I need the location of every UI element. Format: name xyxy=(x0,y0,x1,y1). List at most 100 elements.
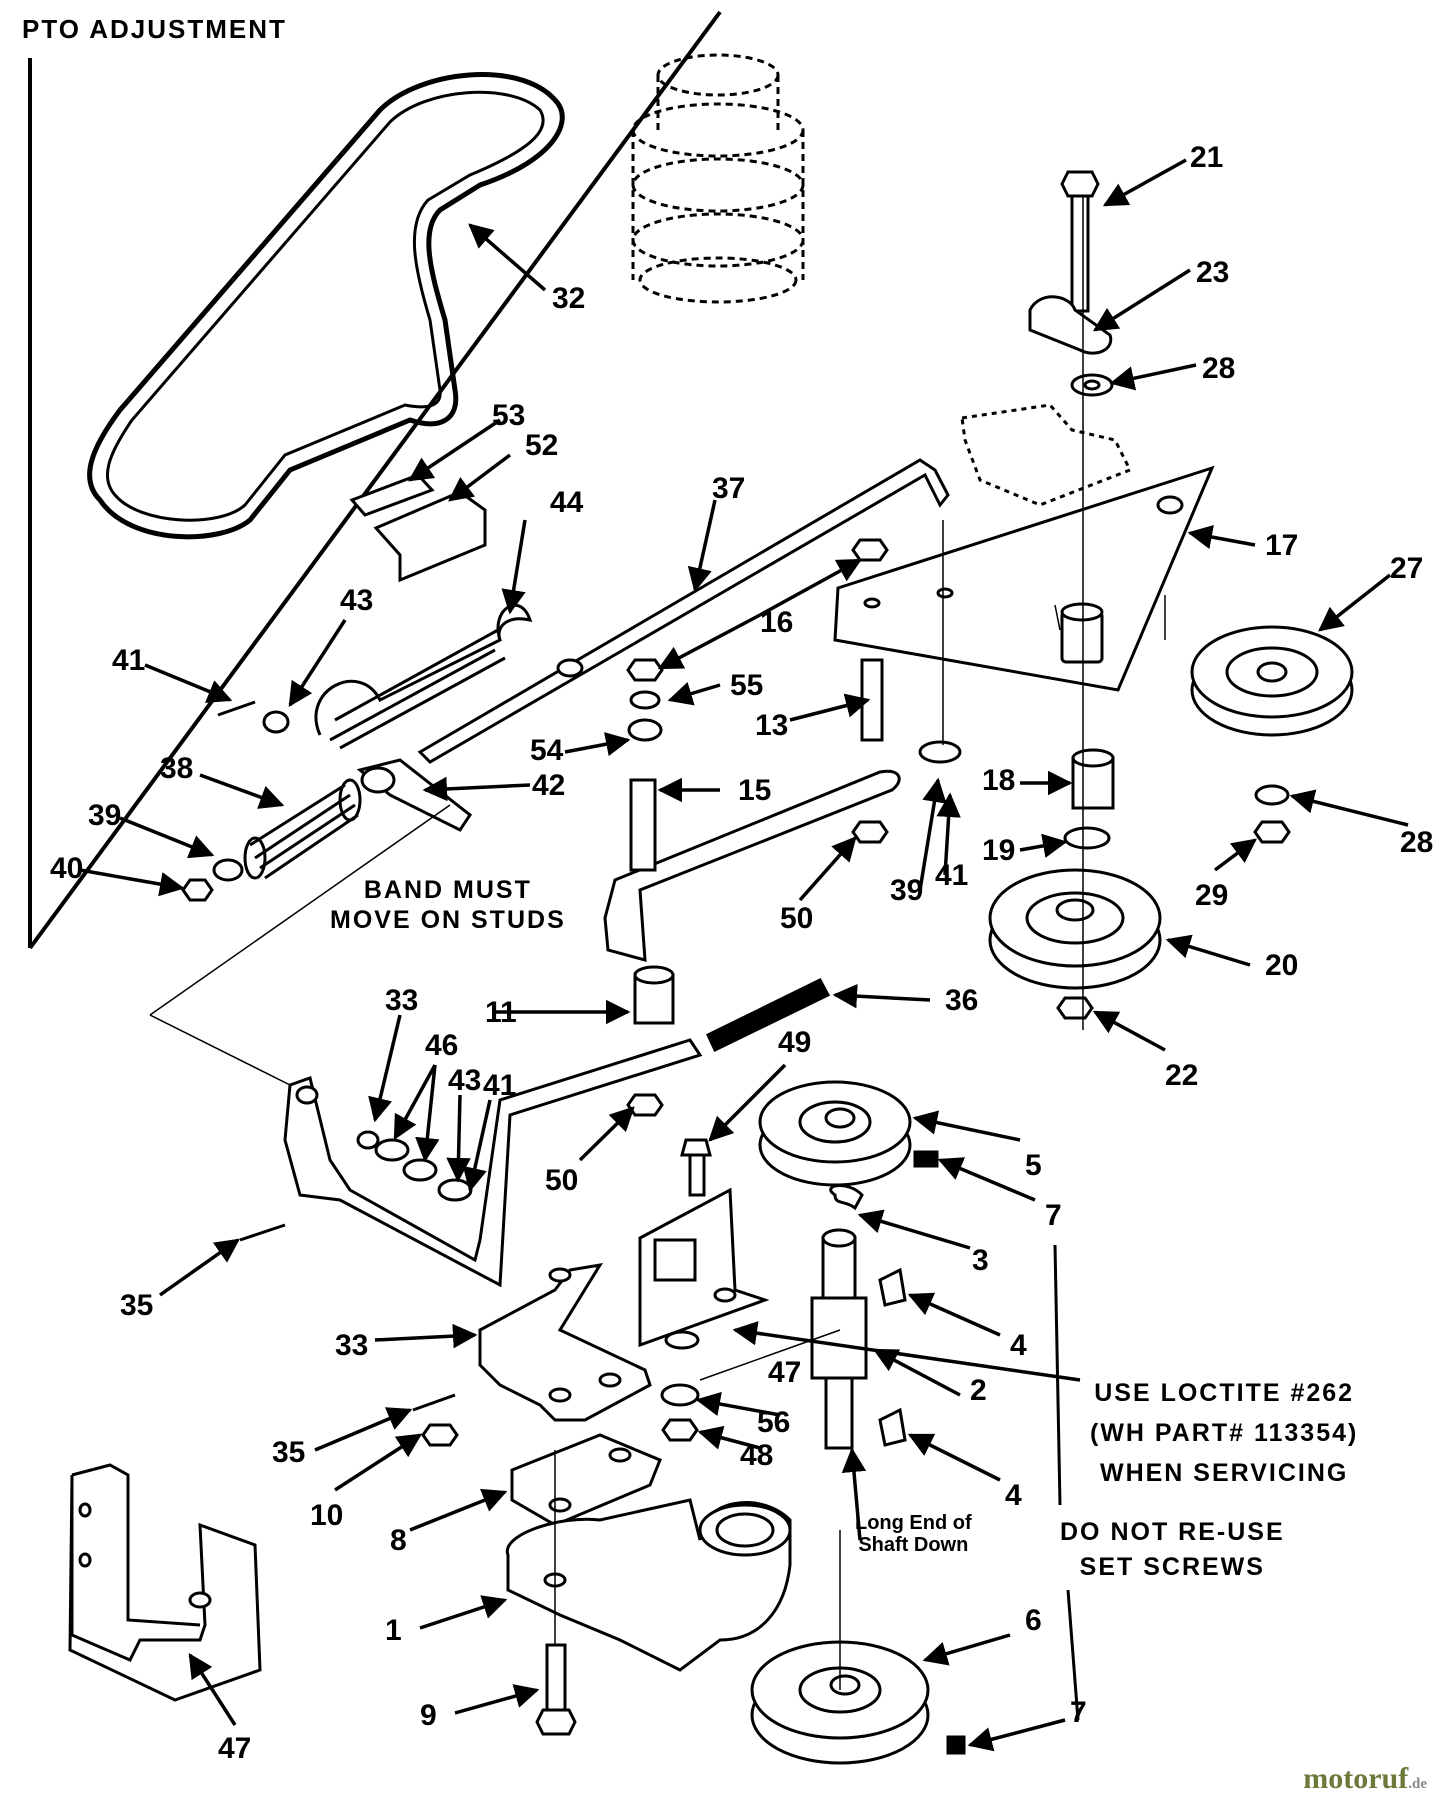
callout-43-top: 43 xyxy=(340,584,373,617)
callout-11: 11 xyxy=(485,996,517,1029)
rod-42 xyxy=(356,758,473,832)
callout-4-upper: 4 xyxy=(1010,1329,1027,1362)
band-note-line-1: BAND MUST xyxy=(363,876,532,904)
dashed-plate xyxy=(960,403,1133,507)
callout-5: 5 xyxy=(1025,1149,1042,1182)
shaft-assembly xyxy=(810,1184,907,1450)
pulley-20 xyxy=(988,868,1162,1020)
loctite-note-line-3: WHEN SERVICING xyxy=(1099,1459,1349,1487)
callout-19: 19 xyxy=(982,834,1015,867)
callout-47-upper: 47 xyxy=(768,1356,801,1389)
callout-33-upper: 33 xyxy=(385,984,418,1017)
callout-39-left: 39 xyxy=(88,799,121,832)
loctite-note-line-1: USE LOCTITE #262 xyxy=(1094,1379,1355,1407)
callout-16: 16 xyxy=(760,606,793,639)
callout-21: 21 xyxy=(1190,141,1223,174)
callout-27: 27 xyxy=(1390,552,1423,585)
callout-4-lower: 4 xyxy=(1005,1479,1022,1512)
callout-8: 8 xyxy=(390,1524,407,1557)
callout-7-upper: 7 xyxy=(1045,1199,1062,1232)
callout-44: 44 xyxy=(550,486,584,519)
callout-6: 6 xyxy=(1025,1604,1042,1637)
callout-13: 13 xyxy=(755,709,788,742)
callout-labels: 21 23 28 32 53 52 37 44 17 27 43 41 16 5… xyxy=(50,141,1433,1765)
brake-band-lever xyxy=(603,769,901,1025)
callout-52: 52 xyxy=(525,429,558,462)
callout-18: 18 xyxy=(982,764,1015,797)
bracket-47-upper xyxy=(638,1138,770,1442)
callout-37: 37 xyxy=(712,472,745,505)
callout-arrows xyxy=(79,158,1409,1752)
watermark: motoruf.de xyxy=(1303,1762,1427,1796)
callout-20: 20 xyxy=(1265,949,1298,982)
callout-49: 49 xyxy=(778,1026,811,1059)
callout-1: 1 xyxy=(385,1614,402,1647)
idler-bracket-plate xyxy=(833,465,1215,692)
callout-50-upper: 50 xyxy=(780,902,813,935)
callout-41-lower: 41 xyxy=(483,1069,516,1102)
small-hardware-left xyxy=(181,700,290,902)
callout-41-mid: 41 xyxy=(935,859,968,892)
callout-35-lower: 35 xyxy=(272,1436,305,1469)
callout-56: 56 xyxy=(757,1406,790,1439)
band-note-line-2: MOVE ON STUDS xyxy=(330,906,566,934)
bolt-9 xyxy=(535,1643,577,1736)
bolt-and-clamp xyxy=(1028,170,1114,397)
callout-42: 42 xyxy=(532,769,565,802)
roll-pin-36 xyxy=(706,978,831,1053)
callout-35-upper: 35 xyxy=(120,1289,153,1322)
nut-50 xyxy=(626,1093,664,1117)
callout-41-top: 41 xyxy=(112,644,145,677)
callout-23: 23 xyxy=(1196,256,1229,289)
set-screws-note-line-2: SET SCREWS xyxy=(1079,1553,1265,1581)
callout-28: 28 xyxy=(1202,352,1235,385)
callout-29: 29 xyxy=(1195,879,1228,912)
pulley-5 xyxy=(758,1080,939,1187)
shaft-note-line-2: Shaft Down xyxy=(858,1534,969,1556)
frame-lines xyxy=(28,10,722,950)
plate-8 xyxy=(510,1433,662,1527)
rod-37 xyxy=(417,458,950,764)
callout-53: 53 xyxy=(492,399,525,432)
base-casting-1 xyxy=(505,1498,792,1672)
callout-7-lower: 7 xyxy=(1070,1696,1087,1729)
pin-35-nut-10 xyxy=(239,1223,459,1447)
callout-40: 40 xyxy=(50,852,83,885)
callout-2: 2 xyxy=(970,1374,987,1407)
loctite-note: USE LOCTITE #262 (WH PART# 113354) WHEN … xyxy=(1090,1373,1358,1493)
callout-32: 32 xyxy=(552,282,585,315)
loctite-note-line-2: (WH PART# 113354) xyxy=(1090,1419,1359,1447)
callout-10: 10 xyxy=(310,1499,343,1532)
pulley-6 xyxy=(750,1640,966,1765)
pulley-27 xyxy=(1190,625,1354,737)
callout-9: 9 xyxy=(420,1699,437,1732)
watermark-name: motoruf xyxy=(1303,1762,1409,1795)
callout-54: 54 xyxy=(530,734,564,767)
bracket-47-lower xyxy=(68,1463,262,1702)
callout-46: 46 xyxy=(425,1029,458,1062)
callout-55: 55 xyxy=(730,669,763,702)
callout-48: 48 xyxy=(740,1439,773,1472)
callout-15: 15 xyxy=(738,774,771,807)
studs xyxy=(626,538,889,872)
callout-43-mid: 43 xyxy=(448,1064,481,1097)
callout-17: 17 xyxy=(1265,529,1298,562)
callout-36: 36 xyxy=(945,984,978,1017)
callout-28-right: 28 xyxy=(1400,826,1433,859)
callout-3: 3 xyxy=(972,1244,989,1277)
callout-39-mid: 39 xyxy=(890,874,923,907)
drive-belt xyxy=(87,72,565,540)
callout-22: 22 xyxy=(1165,1059,1198,1092)
note-bracket xyxy=(1053,1244,1080,1721)
nut-washer-right xyxy=(1253,784,1291,844)
callout-33-lower: 33 xyxy=(335,1329,368,1362)
set-screws-note-line-1: DO NOT RE-USE xyxy=(1060,1518,1285,1546)
watermark-tld: .de xyxy=(1408,1776,1427,1792)
guide-lines xyxy=(149,195,1166,1690)
pedal-lever-assembly xyxy=(283,1038,703,1288)
shaft-note: Long End of Shaft Down xyxy=(855,1512,972,1556)
callout-47-lower: 47 xyxy=(218,1732,251,1765)
dashed-pulley-stack xyxy=(631,53,805,304)
bracket-33-lower xyxy=(478,1262,652,1422)
